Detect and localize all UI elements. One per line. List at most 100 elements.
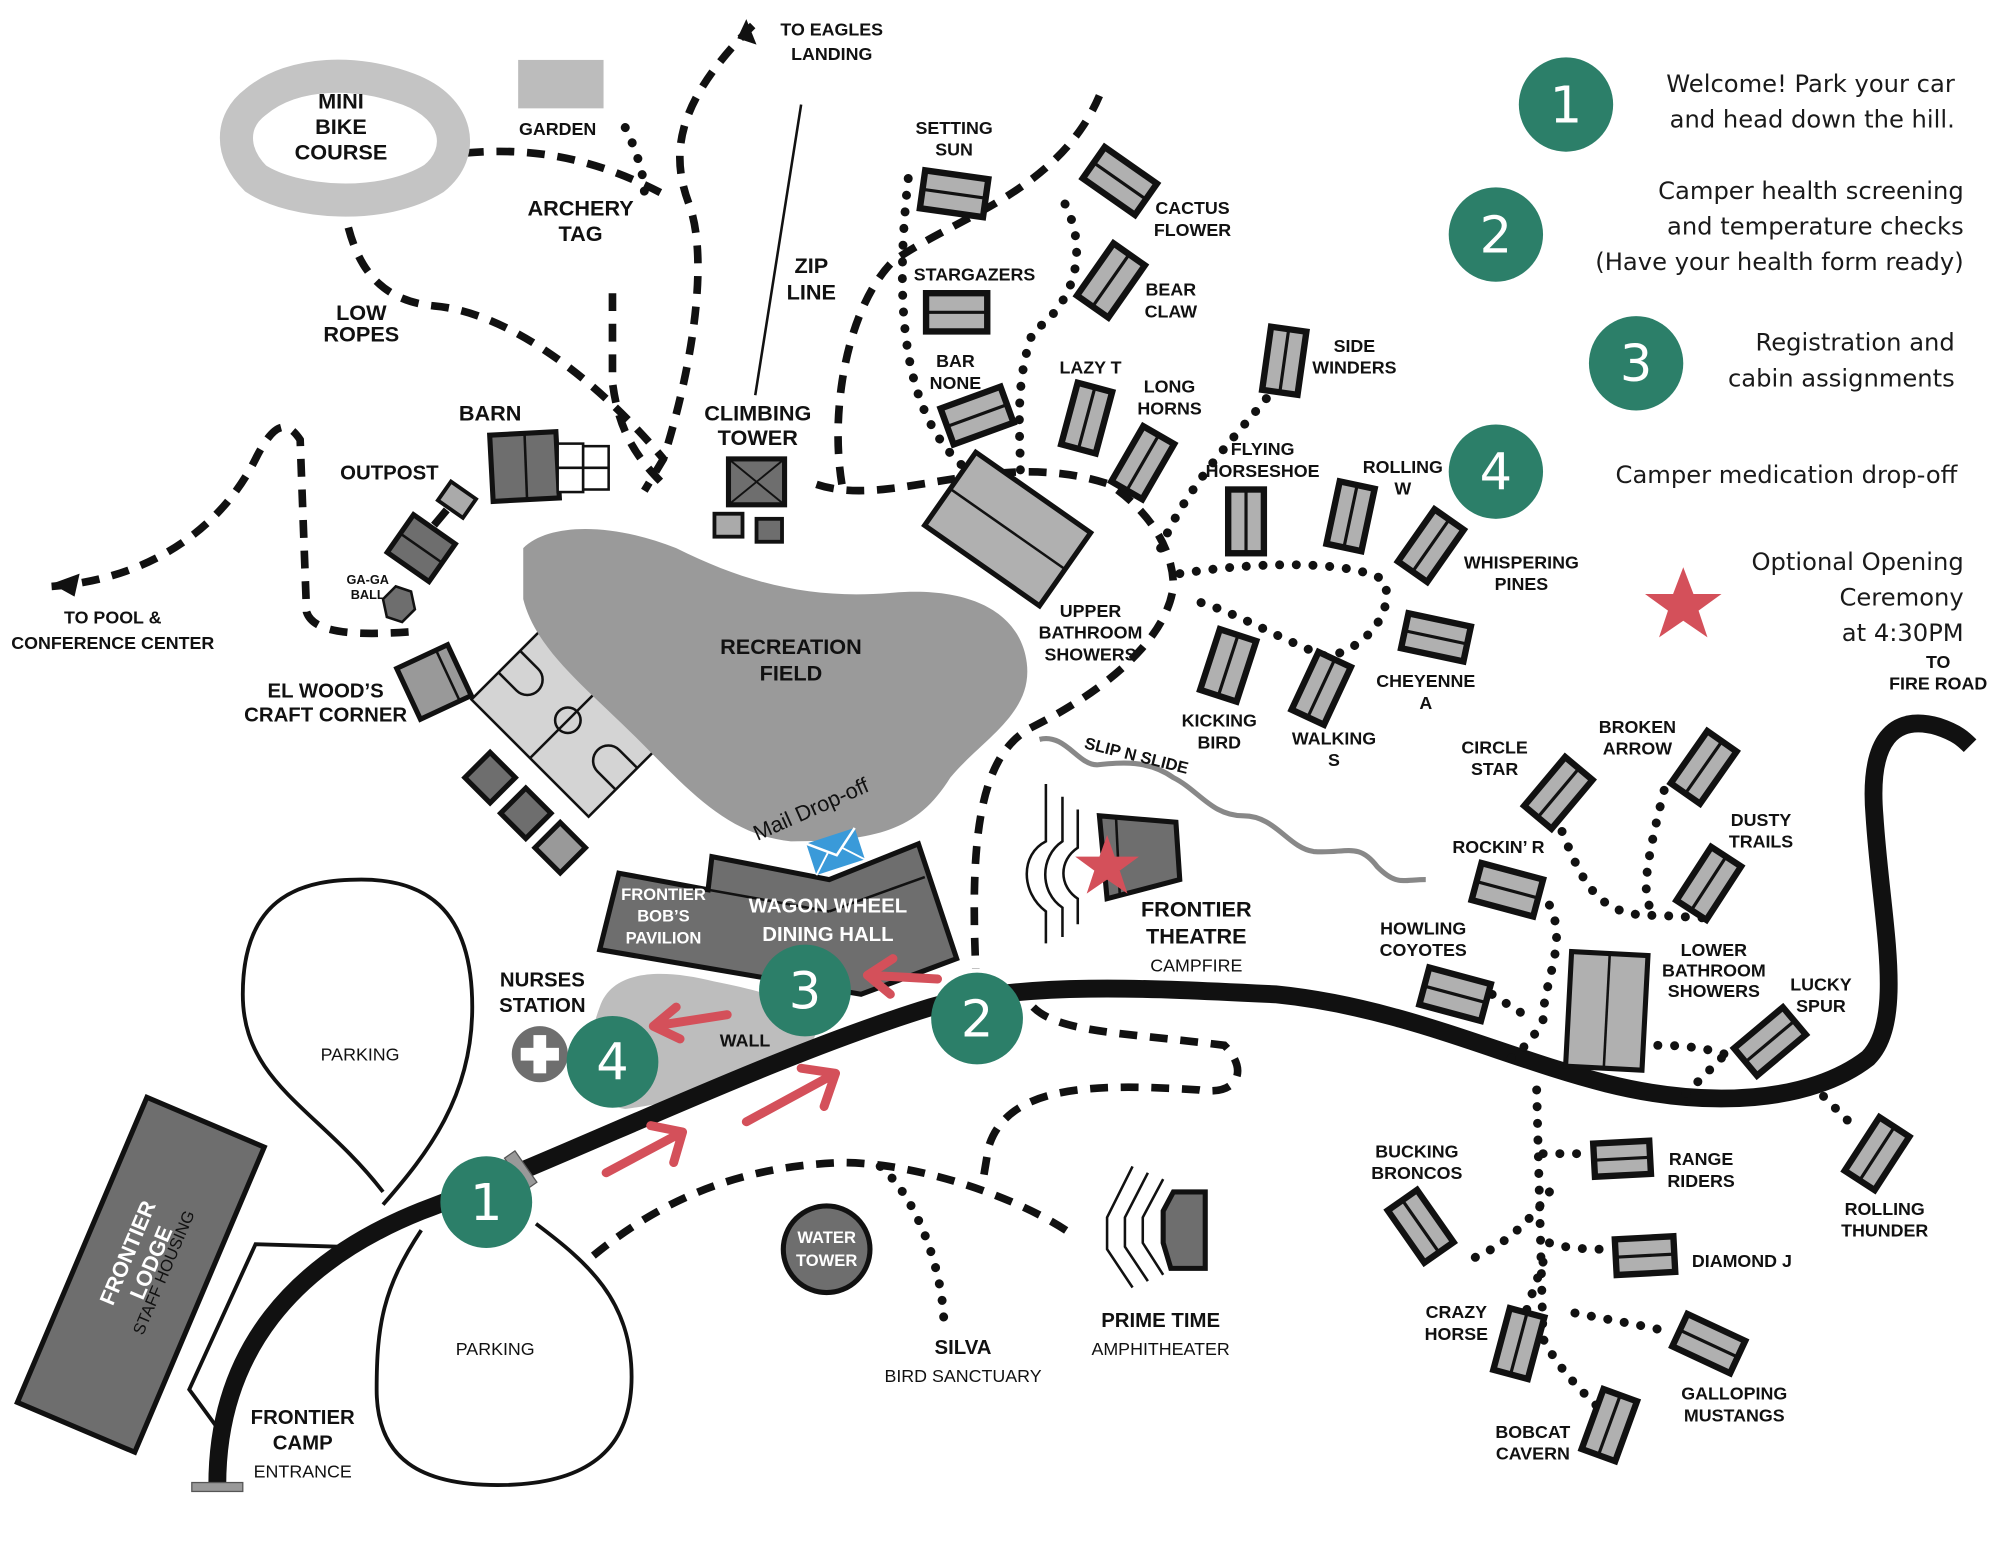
cabin-lucky-spur[interactable] [1729,1002,1811,1081]
label-theatre-sub: CAMPFIRE [1150,955,1242,975]
map-step-number: 1 [470,1174,502,1233]
cabin-label-stargazers: STARGAZERS [914,264,1036,284]
legend-step-text: Camper medication drop-off [1616,461,1959,489]
label-slip-n-slide: SLIP N SLIDE [1083,734,1191,778]
cabin-circle-star[interactable] [1519,752,1597,834]
steps-layer: 1 2 3 4 [440,944,1023,1248]
trails [51,22,1860,1439]
cabin-howling-coyotes[interactable] [1415,963,1495,1025]
cabin-kicking-bird[interactable] [1196,625,1261,706]
outpost-building [383,478,479,586]
cabin-label-rockin-r: ROCKIN’ R [1452,837,1544,857]
cabin-long-horns[interactable] [1107,421,1179,504]
cabin-cheyenne-a[interactable] [1397,609,1475,666]
label-parking-bottom: PARKING [456,1339,535,1359]
cabin-broken-arrow[interactable] [1666,726,1742,809]
cabins-layer [916,142,1914,1466]
medical-cross-icon [511,1026,568,1083]
cabin-cactus-flower[interactable] [1078,142,1162,220]
map-step-number: 3 [789,962,821,1021]
map-step-4[interactable]: 4 [566,1015,659,1108]
cabin-rockin-r[interactable] [1467,859,1547,921]
cabin-crazy-horse[interactable] [1489,1304,1549,1383]
map-step-3[interactable]: 3 [759,944,851,1037]
star-icon [1645,567,1722,638]
label-entrance-sub: ENTRANCE [254,1461,352,1481]
label-prime: PRIME TIME [1101,1310,1220,1332]
map-step-1[interactable]: 1 [440,1156,533,1248]
cabin-stargazers[interactable] [922,290,991,335]
lower-bathroom-building [1562,948,1651,1073]
cabin-bear-claw[interactable] [1072,238,1150,322]
cabin-rolling-w[interactable] [1322,477,1379,555]
recreation-field [523,529,1028,842]
cabin-galloping-mustangs[interactable] [1668,1309,1750,1378]
map-step-number: 2 [961,990,993,1049]
label-parking-top: PARKING [321,1045,400,1065]
cabin-label-lazy-t: LAZY T [1059,358,1121,378]
cabin-diamond-j[interactable] [1611,1232,1679,1279]
cabin-side-winders[interactable] [1258,323,1310,399]
cabin-label-diamond-j: DIAMOND J [1692,1251,1792,1271]
parking-lot-top [240,877,475,1206]
legend-step-badge [1588,316,1684,411]
map-step-2[interactable]: 2 [931,972,1023,1065]
cabin-dusty-trails[interactable] [1672,842,1746,925]
cabin-bobcat-cavern[interactable] [1577,1385,1642,1466]
label-barn: BARN [459,401,522,426]
cabin-walking-s[interactable] [1287,647,1356,730]
legend-step-number: 1 [1550,76,1582,135]
legend-step-number: 3 [1620,335,1652,394]
mini-bike-course [219,59,471,217]
legend-step-badge [1448,424,1544,519]
cabin-whispering-pines[interactable] [1393,504,1469,587]
cabin-bar-none[interactable] [936,382,1018,449]
legend-step-number: 4 [1480,444,1512,503]
small-buildings-row [461,748,590,877]
water-tower [780,1203,873,1296]
cabin-range-riders[interactable] [1589,1137,1655,1181]
legend-step-badge [1448,187,1544,282]
cabin-rolling-thunder[interactable] [1840,1112,1914,1195]
label-outpost: OUTPOST [340,462,439,484]
cabin-setting-sun[interactable] [916,166,992,221]
label-garden: GARDEN [519,119,596,139]
cabin-lazy-t[interactable] [1057,378,1117,458]
garden-plot [518,59,604,109]
mail-envelope-icon[interactable] [805,827,866,876]
cabin-bucking-broncos[interactable] [1383,1185,1459,1268]
cabin-flying-horseshoe[interactable] [1224,486,1268,557]
label-silva-sub: BIRD SANCTUARY [884,1366,1041,1386]
direction-arrows [601,954,942,1178]
climbing-tower [712,456,788,544]
